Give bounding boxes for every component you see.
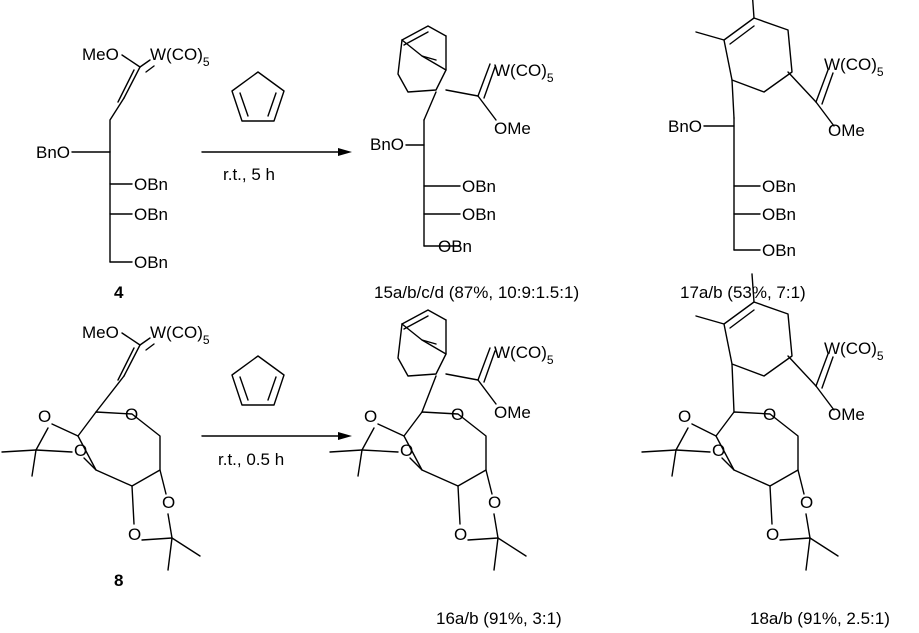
bno-label: BnO	[36, 143, 70, 162]
bno-label: BnO	[370, 135, 404, 154]
compound-caption: 17a/b (53%, 7:1)	[680, 283, 806, 302]
cyclohexene-ring	[695, 0, 793, 93]
compound-8: MeO W(CO)5 O O O O O 8	[1, 323, 210, 590]
reaction-arrow-1: r.t., 5 h	[201, 71, 352, 184]
condition-label: r.t., 5 h	[223, 165, 275, 184]
oxygen-label-4: O	[128, 525, 141, 544]
carbene-fragment	[815, 69, 835, 127]
tungsten-carbonyl-label: W(CO)5	[150, 323, 210, 347]
w-co-text: W(CO)	[494, 343, 547, 362]
tungsten-carbonyl-label: W(CO)5	[150, 45, 210, 69]
compound-caption: 16a/b (91%, 3:1)	[436, 609, 562, 628]
condition-label: r.t., 0.5 h	[218, 450, 284, 469]
obn-label-1: OBn	[762, 177, 796, 196]
yield-ratio: (91%, 2.5:1)	[797, 609, 890, 628]
obn-label-3: OBn	[762, 241, 796, 260]
yield-ratio: (87%, 10:9:1.5:1)	[449, 283, 579, 302]
compound-15: W(CO)5 OMe BnO OBn OBn OBn 15a/b/c/d (87…	[370, 25, 579, 302]
compound-4: MeO W(CO)5 BnO OBn OBn OBn 4	[36, 45, 210, 302]
reaction-arrow-2: r.t., 0.5 h	[201, 355, 352, 469]
compound-id: 15a/b/c/d	[374, 283, 444, 302]
oxygen-label-3: O	[800, 493, 813, 512]
oxygen-label-4: O	[766, 525, 779, 544]
compound-17: W(CO)5 OMe BnO OBn OBn OBn 17a/b (53%, 7…	[668, 0, 884, 302]
w-co-text: W(CO)	[824, 55, 877, 74]
compound-16: W(CO)5 OMe O O O O O 16a/b (91%, 3:1)	[329, 309, 562, 628]
subscript-5: 5	[203, 55, 210, 69]
compound-caption: 15a/b/c/d (87%, 10:9:1.5:1)	[374, 283, 579, 302]
oxygen-label-2: O	[712, 441, 725, 460]
ring-oxygen: O	[763, 405, 776, 424]
w-co-text: W(CO)	[494, 61, 547, 80]
ome-label: OMe	[494, 403, 531, 422]
obn-label-3: OBn	[134, 253, 168, 272]
oxygen-label-2: O	[74, 441, 87, 460]
cyclopentadiene-reagent	[231, 355, 285, 406]
compound-id: 17a/b	[680, 283, 723, 302]
obn-label-2: OBn	[762, 205, 796, 224]
norbornene-ring	[397, 309, 447, 377]
ome-label: OMe	[494, 119, 531, 138]
compound-caption: 18a/b (91%, 2.5:1)	[750, 609, 890, 628]
tungsten-carbonyl-label: W(CO)5	[824, 55, 884, 79]
tungsten-carbonyl-label: W(CO)5	[494, 61, 554, 85]
cyclopentadiene-reagent	[231, 71, 285, 122]
oxygen-label-3: O	[488, 493, 501, 512]
oxygen-label-1: O	[364, 407, 377, 426]
compound-id: 8	[114, 571, 123, 590]
subscript-5: 5	[877, 65, 884, 79]
norbornene-ring	[397, 25, 447, 93]
ome-label: OMe	[828, 405, 865, 424]
ring-oxygen: O	[451, 405, 464, 424]
compound-18: W(CO)5 OMe O O O O O 18a/b (91%, 2.5:1)	[641, 273, 890, 628]
oxygen-label-2: O	[400, 441, 413, 460]
yield-ratio: (53%, 7:1)	[727, 283, 805, 302]
subscript-5: 5	[547, 71, 554, 85]
oxygen-label-1: O	[38, 407, 51, 426]
yield-ratio: (91%, 3:1)	[483, 609, 561, 628]
compound-id: 16a/b	[436, 609, 479, 628]
obn-label-2: OBn	[462, 205, 496, 224]
obn-label-1: OBn	[462, 177, 496, 196]
subscript-5: 5	[877, 349, 884, 363]
w-co-text: W(CO)	[824, 339, 877, 358]
tungsten-carbonyl-label: W(CO)5	[824, 339, 884, 363]
subscript-5: 5	[203, 333, 210, 347]
oxygen-label-1: O	[678, 407, 691, 426]
ome-label: OMe	[828, 121, 865, 140]
w-co-text: W(CO)	[150, 45, 203, 64]
meo-label: MeO	[82, 45, 119, 64]
tungsten-carbonyl-label: W(CO)5	[494, 343, 554, 367]
subscript-5: 5	[547, 353, 554, 367]
oxygen-label-4: O	[454, 525, 467, 544]
compound-id: 18a/b	[750, 609, 793, 628]
obn-label-3: OBn	[438, 237, 472, 256]
ring-oxygen: O	[125, 405, 138, 424]
obn-label-1: OBn	[134, 175, 168, 194]
oxygen-label-3: O	[162, 493, 175, 512]
w-co-text: W(CO)	[150, 323, 203, 342]
meo-label: MeO	[82, 323, 119, 342]
carbene-fragment	[815, 353, 835, 411]
bno-label: BnO	[668, 117, 702, 136]
obn-label-2: OBn	[134, 205, 168, 224]
compound-id: 4	[114, 283, 124, 302]
